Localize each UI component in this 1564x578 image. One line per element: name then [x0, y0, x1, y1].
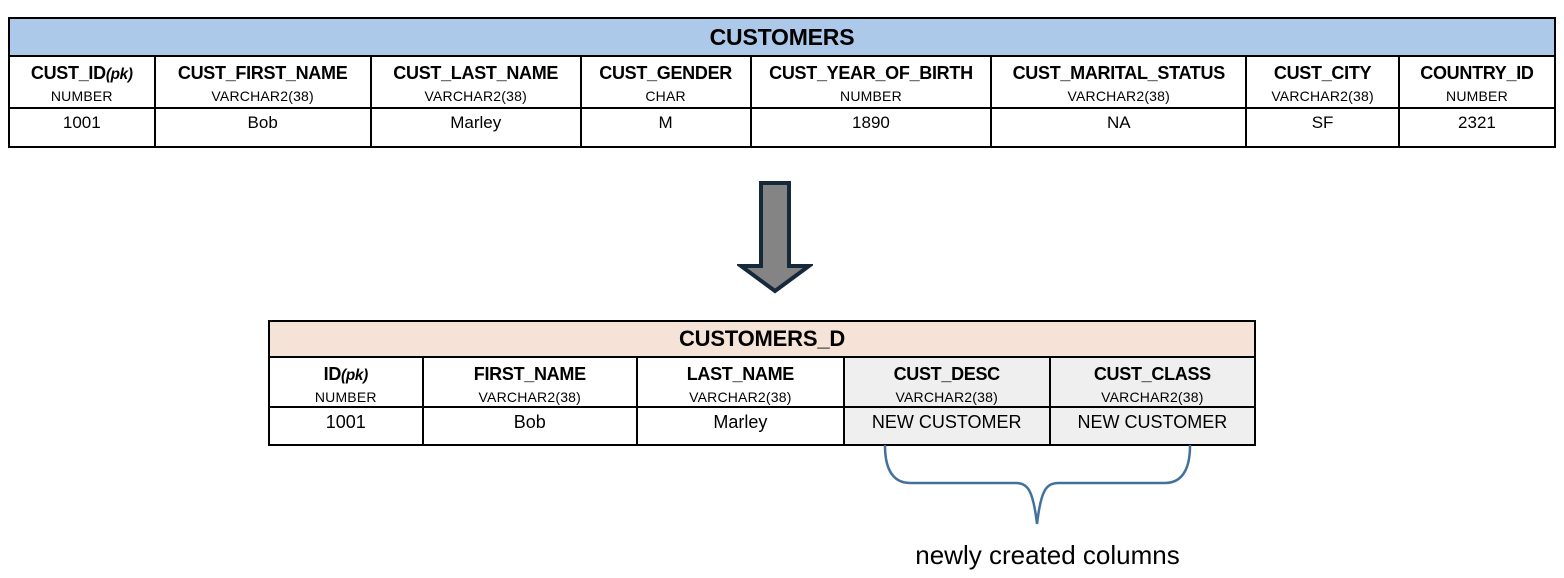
column-name-text: ID — [323, 364, 342, 384]
cell-cust-year-of-birth: 1890 — [749, 109, 991, 146]
column-header-cust-class: CUST_CLASS VARCHAR2(38) — [1048, 358, 1254, 406]
column-type: VARCHAR2(38) — [211, 88, 314, 104]
down-arrow-icon — [737, 181, 813, 294]
column-name: LAST_NAME — [686, 364, 795, 384]
column-header-cust-city: CUST_CITY VARCHAR2(38) — [1245, 57, 1398, 107]
column-name: CUST_CLASS — [1093, 364, 1211, 384]
column-header-country-id: COUNTRY_ID NUMBER — [1397, 57, 1554, 107]
column-type: NUMBER — [50, 88, 113, 104]
column-type: VARCHAR2(38) — [1101, 389, 1204, 405]
customers-table-title: CUSTOMERS — [10, 19, 1554, 57]
column-header-cust-id: CUST_ID(pk) NUMBER — [10, 57, 154, 107]
column-type: VARCHAR2(38) — [895, 389, 998, 405]
cell-id: 1001 — [325, 412, 366, 432]
column-name: CUST_FIRST_NAME — [177, 63, 348, 83]
cell-first-name: Bob — [421, 408, 637, 444]
column-type: CHAR — [645, 88, 686, 104]
cell-cust-first-name: Bob — [153, 109, 370, 146]
column-name: CUST_CITY — [1273, 63, 1372, 83]
pk-marker: (pk) — [105, 66, 133, 83]
cell-cust-city: SF — [1245, 109, 1398, 146]
customers-d-header-row: ID(pk) NUMBER FIRST_NAME VARCHAR2(38) LA… — [270, 358, 1254, 408]
column-name: CUST_LAST_NAME — [393, 63, 559, 83]
pk-marker: (pk) — [341, 367, 368, 384]
column-name: FIRST_NAME — [473, 364, 586, 384]
cell-cust-last-name: Marley — [369, 109, 580, 146]
column-name: CUST_YEAR_OF_BIRTH — [769, 63, 973, 83]
column-type: NUMBER — [1446, 88, 1508, 104]
column-type: VARCHAR2(38) — [1271, 88, 1374, 104]
cell-cust-marital-status: NA — [990, 109, 1245, 146]
column-header-id: ID(pk) NUMBER — [270, 358, 422, 406]
customers-d-data-row: 1001 Bob Marley NEW CUSTOMER NEW CUSTOME… — [270, 408, 1254, 444]
customers-table: CUSTOMERS CUST_ID(pk) NUMBER CUST_FIRST_… — [8, 17, 1556, 148]
column-type: VARCHAR2(38) — [424, 88, 527, 104]
column-header-first-name: FIRST_NAME VARCHAR2(38) — [421, 358, 637, 406]
column-name: CUST_GENDER — [599, 63, 732, 83]
column-name: CUST_MARITAL_STATUS — [1012, 63, 1226, 83]
column-header-last-name: LAST_NAME VARCHAR2(38) — [636, 358, 843, 406]
column-type: VARCHAR2(38) — [478, 389, 582, 405]
cell-cust-class: NEW CUSTOMER — [1048, 408, 1254, 444]
column-type: VARCHAR2(38) — [689, 389, 792, 405]
column-name: ID(pk) — [323, 364, 369, 385]
column-header-cust-year-of-birth: CUST_YEAR_OF_BIRTH NUMBER — [749, 57, 991, 107]
customers-header-row: CUST_ID(pk) NUMBER CUST_FIRST_NAME VARCH… — [10, 57, 1554, 109]
customers-d-table-title: CUSTOMERS_D — [270, 322, 1254, 358]
brace-icon — [883, 444, 1192, 525]
column-header-cust-marital-status: CUST_MARITAL_STATUS VARCHAR2(38) — [990, 57, 1245, 107]
column-header-cust-first-name: CUST_FIRST_NAME VARCHAR2(38) — [153, 57, 370, 107]
customers-d-table: CUSTOMERS_D ID(pk) NUMBER FIRST_NAME VAR… — [268, 320, 1256, 446]
column-name: COUNTRY_ID — [1420, 63, 1534, 83]
cell-cust-desc: NEW CUSTOMER — [842, 408, 1049, 444]
column-name: CUST_DESC — [893, 364, 1001, 384]
column-header-cust-last-name: CUST_LAST_NAME VARCHAR2(38) — [369, 57, 580, 107]
column-header-cust-desc: CUST_DESC VARCHAR2(38) — [842, 358, 1049, 406]
column-type: NUMBER — [314, 389, 377, 405]
column-name: CUST_ID(pk) — [31, 63, 133, 84]
cell-country-id: 2321 — [1397, 109, 1554, 146]
column-name-text: CUST_ID — [30, 63, 106, 83]
column-type: NUMBER — [840, 88, 902, 104]
annotation-label: newly created columns — [915, 540, 1180, 570]
cell-cust-id: 1001 — [62, 113, 101, 132]
cell-cust-gender: M — [579, 109, 750, 146]
customers-data-row: 1001 Bob Marley M 1890 NA SF 2321 — [10, 109, 1554, 146]
cell-last-name: Marley — [636, 408, 843, 444]
column-type: VARCHAR2(38) — [1067, 88, 1171, 104]
column-header-cust-gender: CUST_GENDER CHAR — [579, 57, 750, 107]
